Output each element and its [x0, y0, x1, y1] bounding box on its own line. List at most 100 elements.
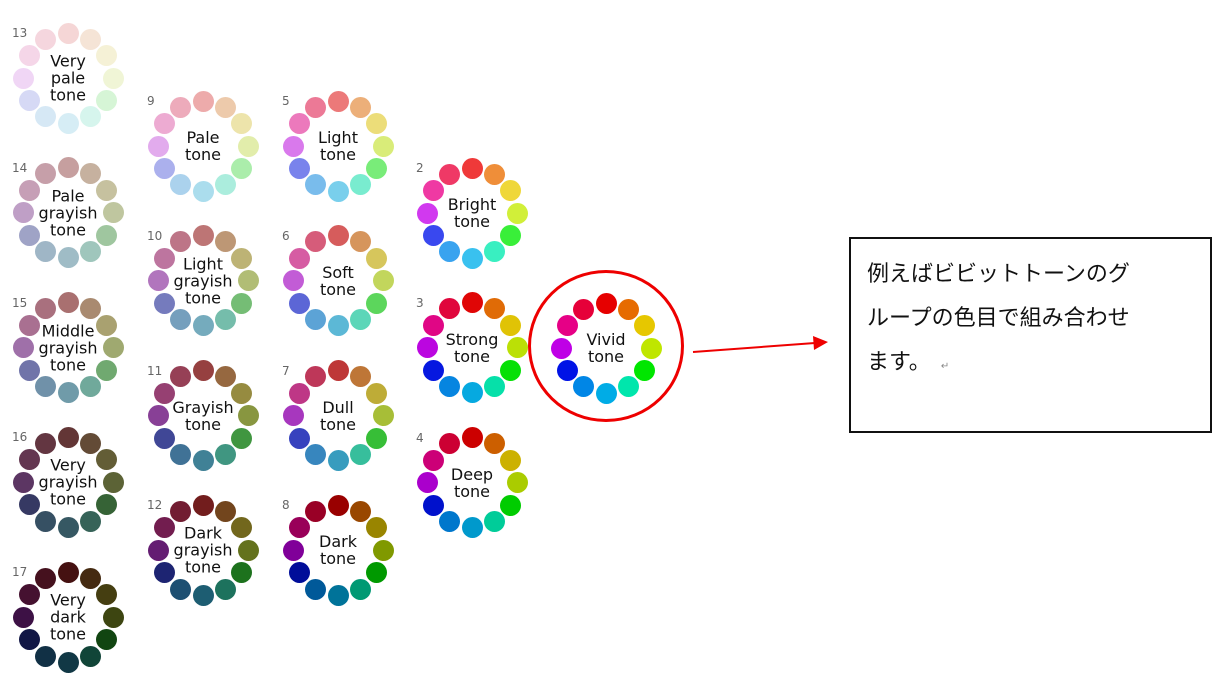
color-dot	[192, 180, 214, 202]
color-dot	[506, 202, 528, 224]
tone-number: 11	[147, 363, 163, 378]
color-dot	[215, 174, 236, 196]
color-dot	[80, 163, 101, 185]
color-dot	[35, 567, 56, 589]
color-dot	[215, 96, 236, 118]
tone-label-line: Strong	[445, 329, 499, 349]
color-dot	[153, 292, 175, 314]
color-dot	[215, 444, 236, 466]
color-dot	[366, 113, 388, 134]
color-dot	[153, 562, 175, 584]
color-dot	[80, 28, 101, 50]
tone-label-line: grayish	[173, 271, 233, 291]
tone-number: 9	[147, 94, 155, 108]
color-dot	[57, 516, 79, 538]
tone-label-line: Dull	[322, 397, 354, 417]
tone-label-line: Pale	[186, 128, 220, 147]
color-dot	[57, 651, 79, 673]
return-mark-icon: ↵	[940, 361, 950, 372]
color-dot	[288, 427, 310, 449]
color-dot	[305, 366, 326, 388]
color-dot	[288, 158, 310, 179]
color-dot	[305, 174, 326, 196]
color-dot	[439, 163, 460, 185]
color-dot	[350, 309, 371, 331]
color-dot	[350, 366, 371, 388]
color-dot	[215, 366, 236, 388]
color-dot	[422, 180, 444, 201]
color-dot	[102, 202, 124, 224]
color-dot	[57, 247, 79, 269]
color-dot	[18, 314, 40, 336]
color-dot	[439, 298, 460, 320]
color-dot	[35, 510, 56, 532]
tone-label-line: tone	[184, 145, 222, 164]
color-dot	[170, 174, 191, 196]
color-dot	[170, 231, 191, 253]
color-dot	[350, 174, 371, 196]
tone-label-line: tone	[184, 557, 222, 577]
color-dot	[192, 90, 214, 112]
tone-label-line: Light	[318, 128, 358, 147]
color-dot	[461, 247, 483, 269]
color-dot	[237, 405, 259, 427]
color-dot	[18, 584, 40, 606]
color-dot	[153, 427, 175, 449]
color-dot	[484, 376, 505, 398]
color-dot	[18, 494, 40, 516]
color-dot	[422, 359, 444, 381]
color-dot	[102, 337, 124, 359]
color-dot	[18, 179, 40, 201]
color-dot	[147, 405, 169, 427]
color-dot	[170, 309, 191, 331]
color-dot	[80, 510, 101, 532]
color-dot	[102, 471, 124, 493]
color-dot	[192, 315, 214, 337]
color-dot	[282, 270, 304, 292]
color-dot	[372, 270, 394, 292]
color-dot	[484, 241, 505, 263]
color-dot	[416, 202, 438, 224]
tone-label-line: tone	[319, 279, 357, 299]
color-dot	[237, 270, 259, 292]
color-dot	[305, 231, 326, 253]
tone-label-line: tone	[49, 220, 87, 240]
tone-label-line: grayish	[173, 540, 233, 560]
color-dot	[153, 158, 175, 179]
color-dot	[416, 472, 438, 494]
color-dot	[96, 629, 118, 651]
color-dot	[96, 224, 118, 246]
color-dot	[305, 578, 326, 600]
tone-number: 6	[282, 228, 290, 243]
color-dot	[366, 382, 388, 404]
color-dot	[350, 231, 371, 253]
color-dot	[231, 382, 253, 404]
tone-number: 4	[416, 430, 424, 445]
tone-label-line: Deep	[450, 464, 494, 484]
tone-label-line: Soft	[322, 262, 354, 282]
color-dot	[484, 298, 505, 320]
color-dot	[170, 96, 191, 118]
color-dot	[35, 298, 56, 320]
tone-label-line: tone	[453, 481, 491, 501]
color-dot	[461, 292, 483, 314]
color-dot	[327, 315, 349, 337]
color-dot	[231, 562, 253, 584]
color-dot	[327, 494, 349, 516]
tone-label-line: tone	[453, 212, 491, 231]
tone-label-line: Very	[50, 455, 86, 475]
color-dot	[500, 314, 522, 336]
color-dot	[102, 606, 124, 628]
tone-number: 16	[12, 430, 28, 445]
color-dot	[366, 517, 388, 539]
color-dot	[288, 517, 310, 539]
color-dot	[500, 494, 522, 516]
color-dot	[80, 645, 101, 667]
color-dot	[57, 426, 79, 448]
tone-label-line: Pale	[51, 186, 85, 206]
color-dot	[18, 45, 40, 66]
